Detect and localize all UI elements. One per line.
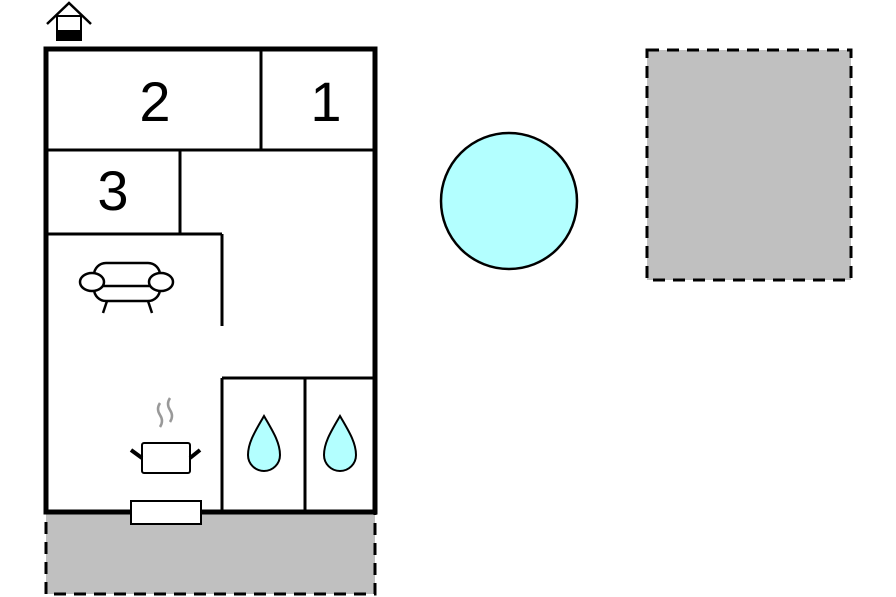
water-drop-icon: [322, 413, 358, 472]
water-drop-icon: [246, 413, 282, 472]
sofa-icon: [78, 261, 175, 314]
room-label-2: 2: [139, 70, 170, 133]
room-label-3: 3: [97, 159, 128, 222]
cooking-pot-icon: [129, 397, 202, 474]
room-label-1: 1: [310, 70, 341, 133]
terrace-south: [44, 510, 377, 596]
outdoor-area-east: [645, 48, 853, 282]
house-entrance-icon: [46, 1, 92, 41]
inner-walls: [46, 49, 375, 512]
outer-walls: [43, 46, 378, 515]
entrance-door[interactable]: [130, 500, 202, 525]
pool-icon: [439, 131, 579, 271]
